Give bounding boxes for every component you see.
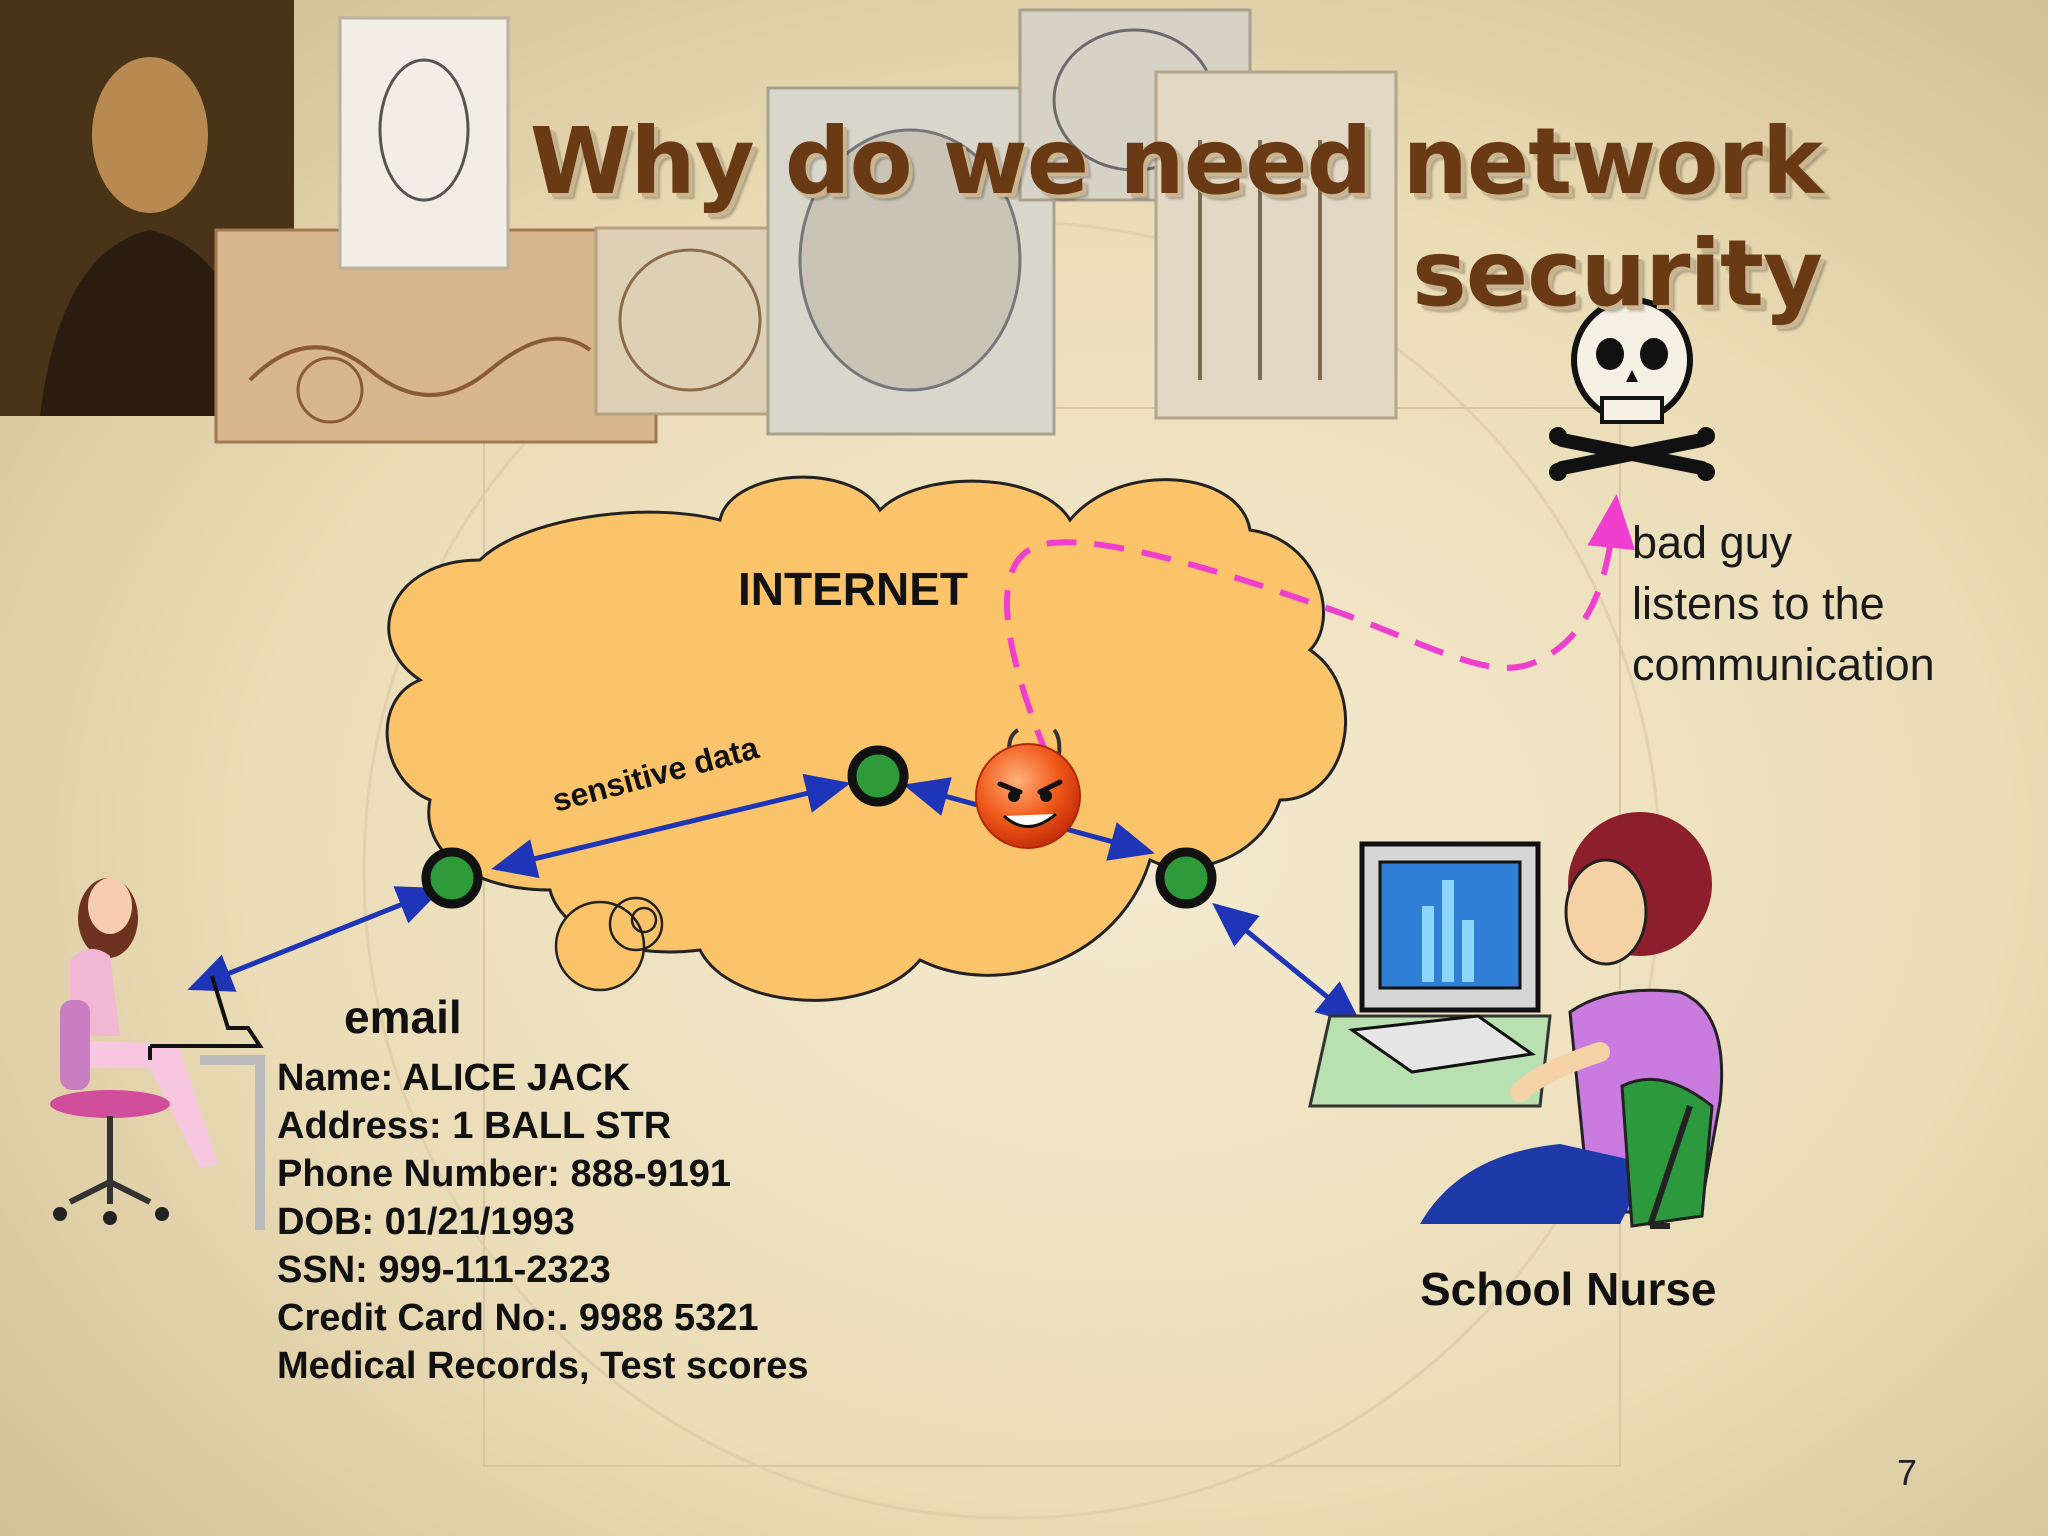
network-node-right (1155, 847, 1217, 909)
email-field-records: Medical Records, Test scores (277, 1345, 809, 1387)
attacker-note-line: bad guy (1632, 517, 1793, 568)
email-label: email (344, 991, 462, 1043)
self-portrait-sketch-image (338, 16, 510, 270)
email-field-phone: Phone Number: 888-9191 (277, 1153, 732, 1195)
internet-label: INTERNET (738, 563, 968, 615)
artwork-collage (0, 0, 1398, 444)
thought-bubble-large (554, 900, 646, 992)
node-to-node-arrow (491, 773, 851, 879)
internet-cloud (385, 475, 1347, 1002)
skull-crossbones-icon (1549, 297, 1715, 481)
network-node-left (421, 847, 483, 909)
email-field-name: Name: ALICE JACK (277, 1057, 631, 1099)
attacker-note-line: listens to the (1632, 578, 1885, 629)
thought-bubble-medium (608, 896, 664, 952)
nurse-at-computer-illustration (1308, 812, 1724, 1229)
slide-title-line1: Why do we need network (529, 108, 1823, 215)
attacker-note: bad guy listens to the communication (1632, 512, 1935, 695)
email-details-list: Name: ALICE JACK Address: 1 BALL STR Pho… (277, 1054, 809, 1390)
email-field-address: Address: 1 BALL STR (277, 1105, 672, 1147)
skeleton-sketch-image (1154, 70, 1398, 420)
network-node-center (847, 745, 909, 807)
slide-title-line2: security (1411, 220, 1823, 327)
laptop-to-node-arrow (187, 886, 443, 992)
email-field-credit-card: Credit Card No:. 9988 5321 (277, 1297, 759, 1339)
email-field-ssn: SSN: 999-111-2323 (277, 1249, 611, 1291)
slide-number: 7 (1897, 1452, 1918, 1493)
woman-with-laptop-illustration (50, 878, 265, 1230)
vitruvian-man-image (594, 226, 788, 416)
email-field-dob: DOB: 01/21/1993 (277, 1201, 575, 1243)
node-to-desktop-arrow (1212, 902, 1362, 1026)
attacker-note-line: communication (1632, 639, 1935, 690)
devil-icon (975, 728, 1081, 849)
recipient-label: School Nurse (1420, 1263, 1717, 1315)
thought-bubble-small (630, 906, 658, 934)
